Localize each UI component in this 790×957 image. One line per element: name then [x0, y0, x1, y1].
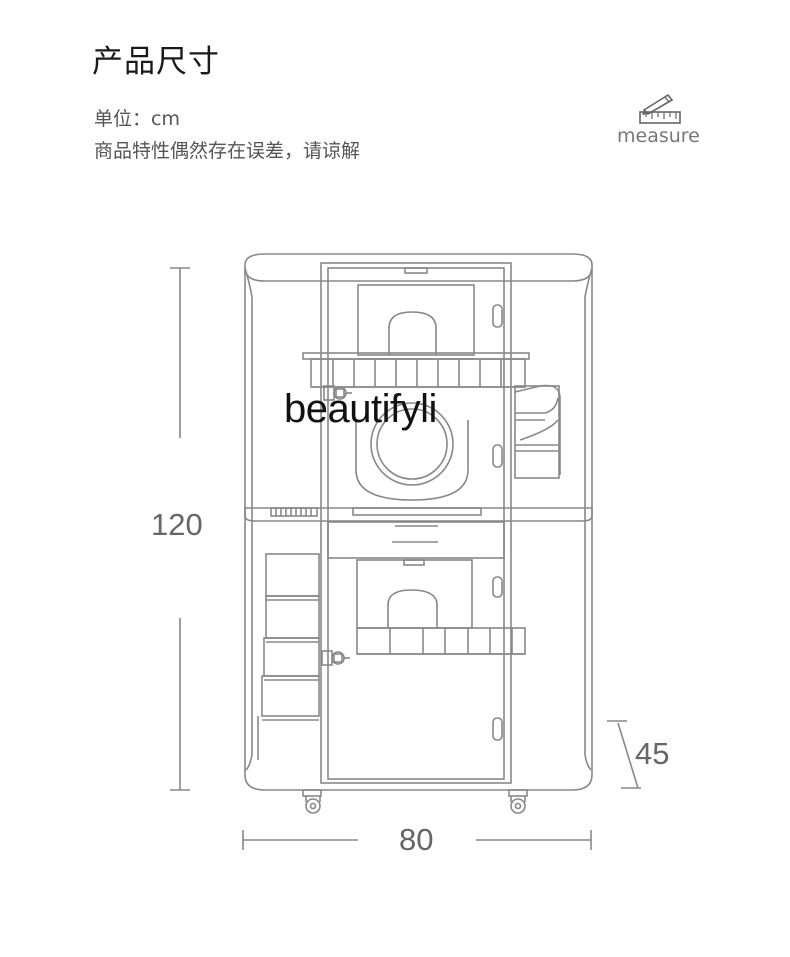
caster-left	[302, 789, 322, 814]
door-lock-upper	[323, 385, 352, 401]
height-dimension-line	[170, 267, 190, 791]
caster-right	[508, 789, 528, 814]
measure-badge: measure	[612, 92, 712, 152]
left-staircase	[257, 553, 320, 760]
cabinet-shell	[244, 253, 593, 791]
lower-cat-house	[356, 559, 526, 655]
porthole-window	[355, 402, 469, 501]
depth-dimension-line	[607, 720, 641, 789]
ruler-pencil-icon	[639, 93, 681, 124]
door-lock-lower	[321, 650, 350, 666]
upper-cat-house	[302, 284, 530, 741]
front-door	[320, 262, 512, 784]
measure-label: measure	[617, 125, 700, 147]
brand-watermark: beautifyli	[284, 387, 437, 431]
unit-label: 单位：cm	[94, 108, 180, 130]
page-title: 产品尺寸	[92, 44, 220, 80]
width-dimension-line	[242, 830, 592, 850]
depth-value: 45	[635, 736, 670, 771]
side-steps	[514, 384, 561, 479]
width-value: 80	[399, 822, 434, 857]
tolerance-note: 商品特性偶然存在误差，请谅解	[94, 140, 361, 162]
height-value: 120	[151, 507, 203, 542]
